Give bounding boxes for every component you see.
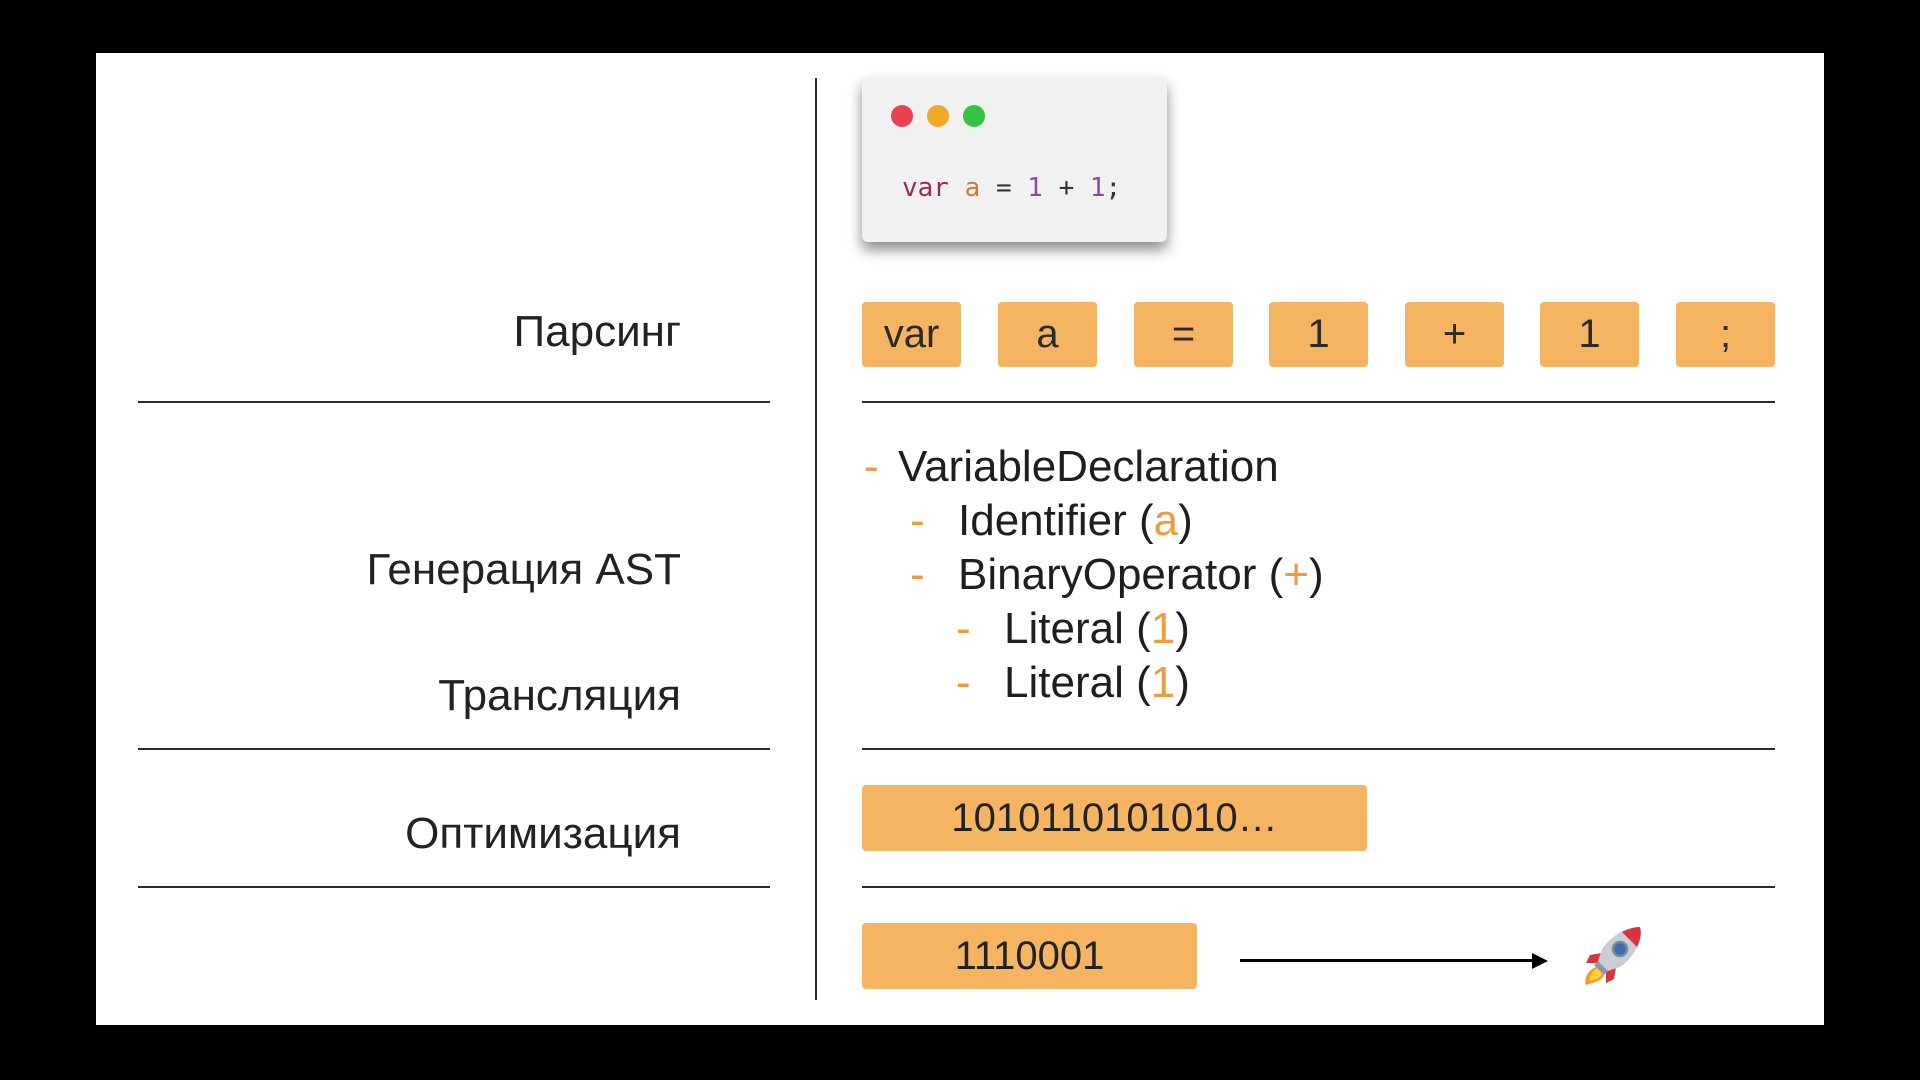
code-line: var a = 1 + 1; xyxy=(902,173,1121,203)
code-plus: + xyxy=(1058,173,1075,203)
token: ; xyxy=(1676,302,1775,367)
minimize-dot-icon xyxy=(927,105,949,127)
stage-label-optimization: Оптимизация xyxy=(405,809,681,858)
ast-node-value: a xyxy=(1153,496,1179,545)
token: var xyxy=(862,302,961,367)
close-dot-icon xyxy=(891,105,913,127)
arrow-head-icon xyxy=(1532,953,1548,969)
divider-right-1 xyxy=(862,401,1775,403)
ast-node-value: 1 xyxy=(1150,658,1176,707)
token: = xyxy=(1134,302,1233,367)
divider-left-3 xyxy=(138,886,770,888)
token: 1 xyxy=(1540,302,1639,367)
code-identifier: a xyxy=(964,173,981,203)
code-semicolon: ; xyxy=(1105,173,1122,203)
ast-node-root: -VariableDeclaration xyxy=(864,442,1279,492)
token: a xyxy=(998,302,1097,367)
token: + xyxy=(1405,302,1504,367)
optimization-output: 1110001 xyxy=(862,923,1197,989)
arrow-line xyxy=(1240,959,1536,962)
ast-node-value: + xyxy=(1283,550,1309,599)
divider-right-2 xyxy=(862,748,1775,750)
token: 1 xyxy=(1269,302,1368,367)
ast-dash: - xyxy=(910,550,925,599)
stage-label-parsing: Парсинг xyxy=(513,307,682,356)
code-assign: = xyxy=(995,173,1012,203)
divider-left-2 xyxy=(138,748,770,750)
ast-node-literal: -Literal (1) xyxy=(956,658,1190,707)
maximize-dot-icon xyxy=(963,105,985,127)
ast-dash: - xyxy=(956,658,971,707)
ast-node-label: VariableDeclaration xyxy=(898,442,1279,491)
ast-node-binary-operator: -BinaryOperator (+) xyxy=(910,550,1324,599)
rocket-icon xyxy=(1585,927,1641,985)
ast-dash: - xyxy=(864,442,879,491)
ast-node-literal: -Literal (1) xyxy=(956,604,1190,653)
code-window: var a = 1 + 1; xyxy=(862,77,1167,242)
code-number-1: 1 xyxy=(1027,173,1043,203)
ast-node-label: Identifier xyxy=(958,496,1127,545)
stage-label-translation: Трансляция xyxy=(438,671,681,720)
ast-node-label: Literal xyxy=(1004,658,1124,707)
ast-dash: - xyxy=(910,496,925,545)
code-keyword: var xyxy=(902,173,949,203)
translation-output: 1010110101010… xyxy=(862,785,1367,851)
vertical-divider xyxy=(815,78,817,1000)
ast-node-value: 1 xyxy=(1150,604,1176,653)
ast-dash: - xyxy=(956,604,971,653)
slide: Парсинг Генерация AST Трансляция Оптимиз… xyxy=(96,53,1824,1025)
stage-label-ast: Генерация AST xyxy=(366,545,681,594)
divider-right-3 xyxy=(862,886,1775,888)
code-number-2: 1 xyxy=(1089,173,1106,203)
ast-node-identifier: -Identifier (a) xyxy=(910,496,1193,545)
ast-node-label: BinaryOperator xyxy=(958,550,1257,599)
divider-left-1 xyxy=(138,401,770,403)
ast-node-label: Literal xyxy=(1004,604,1124,653)
